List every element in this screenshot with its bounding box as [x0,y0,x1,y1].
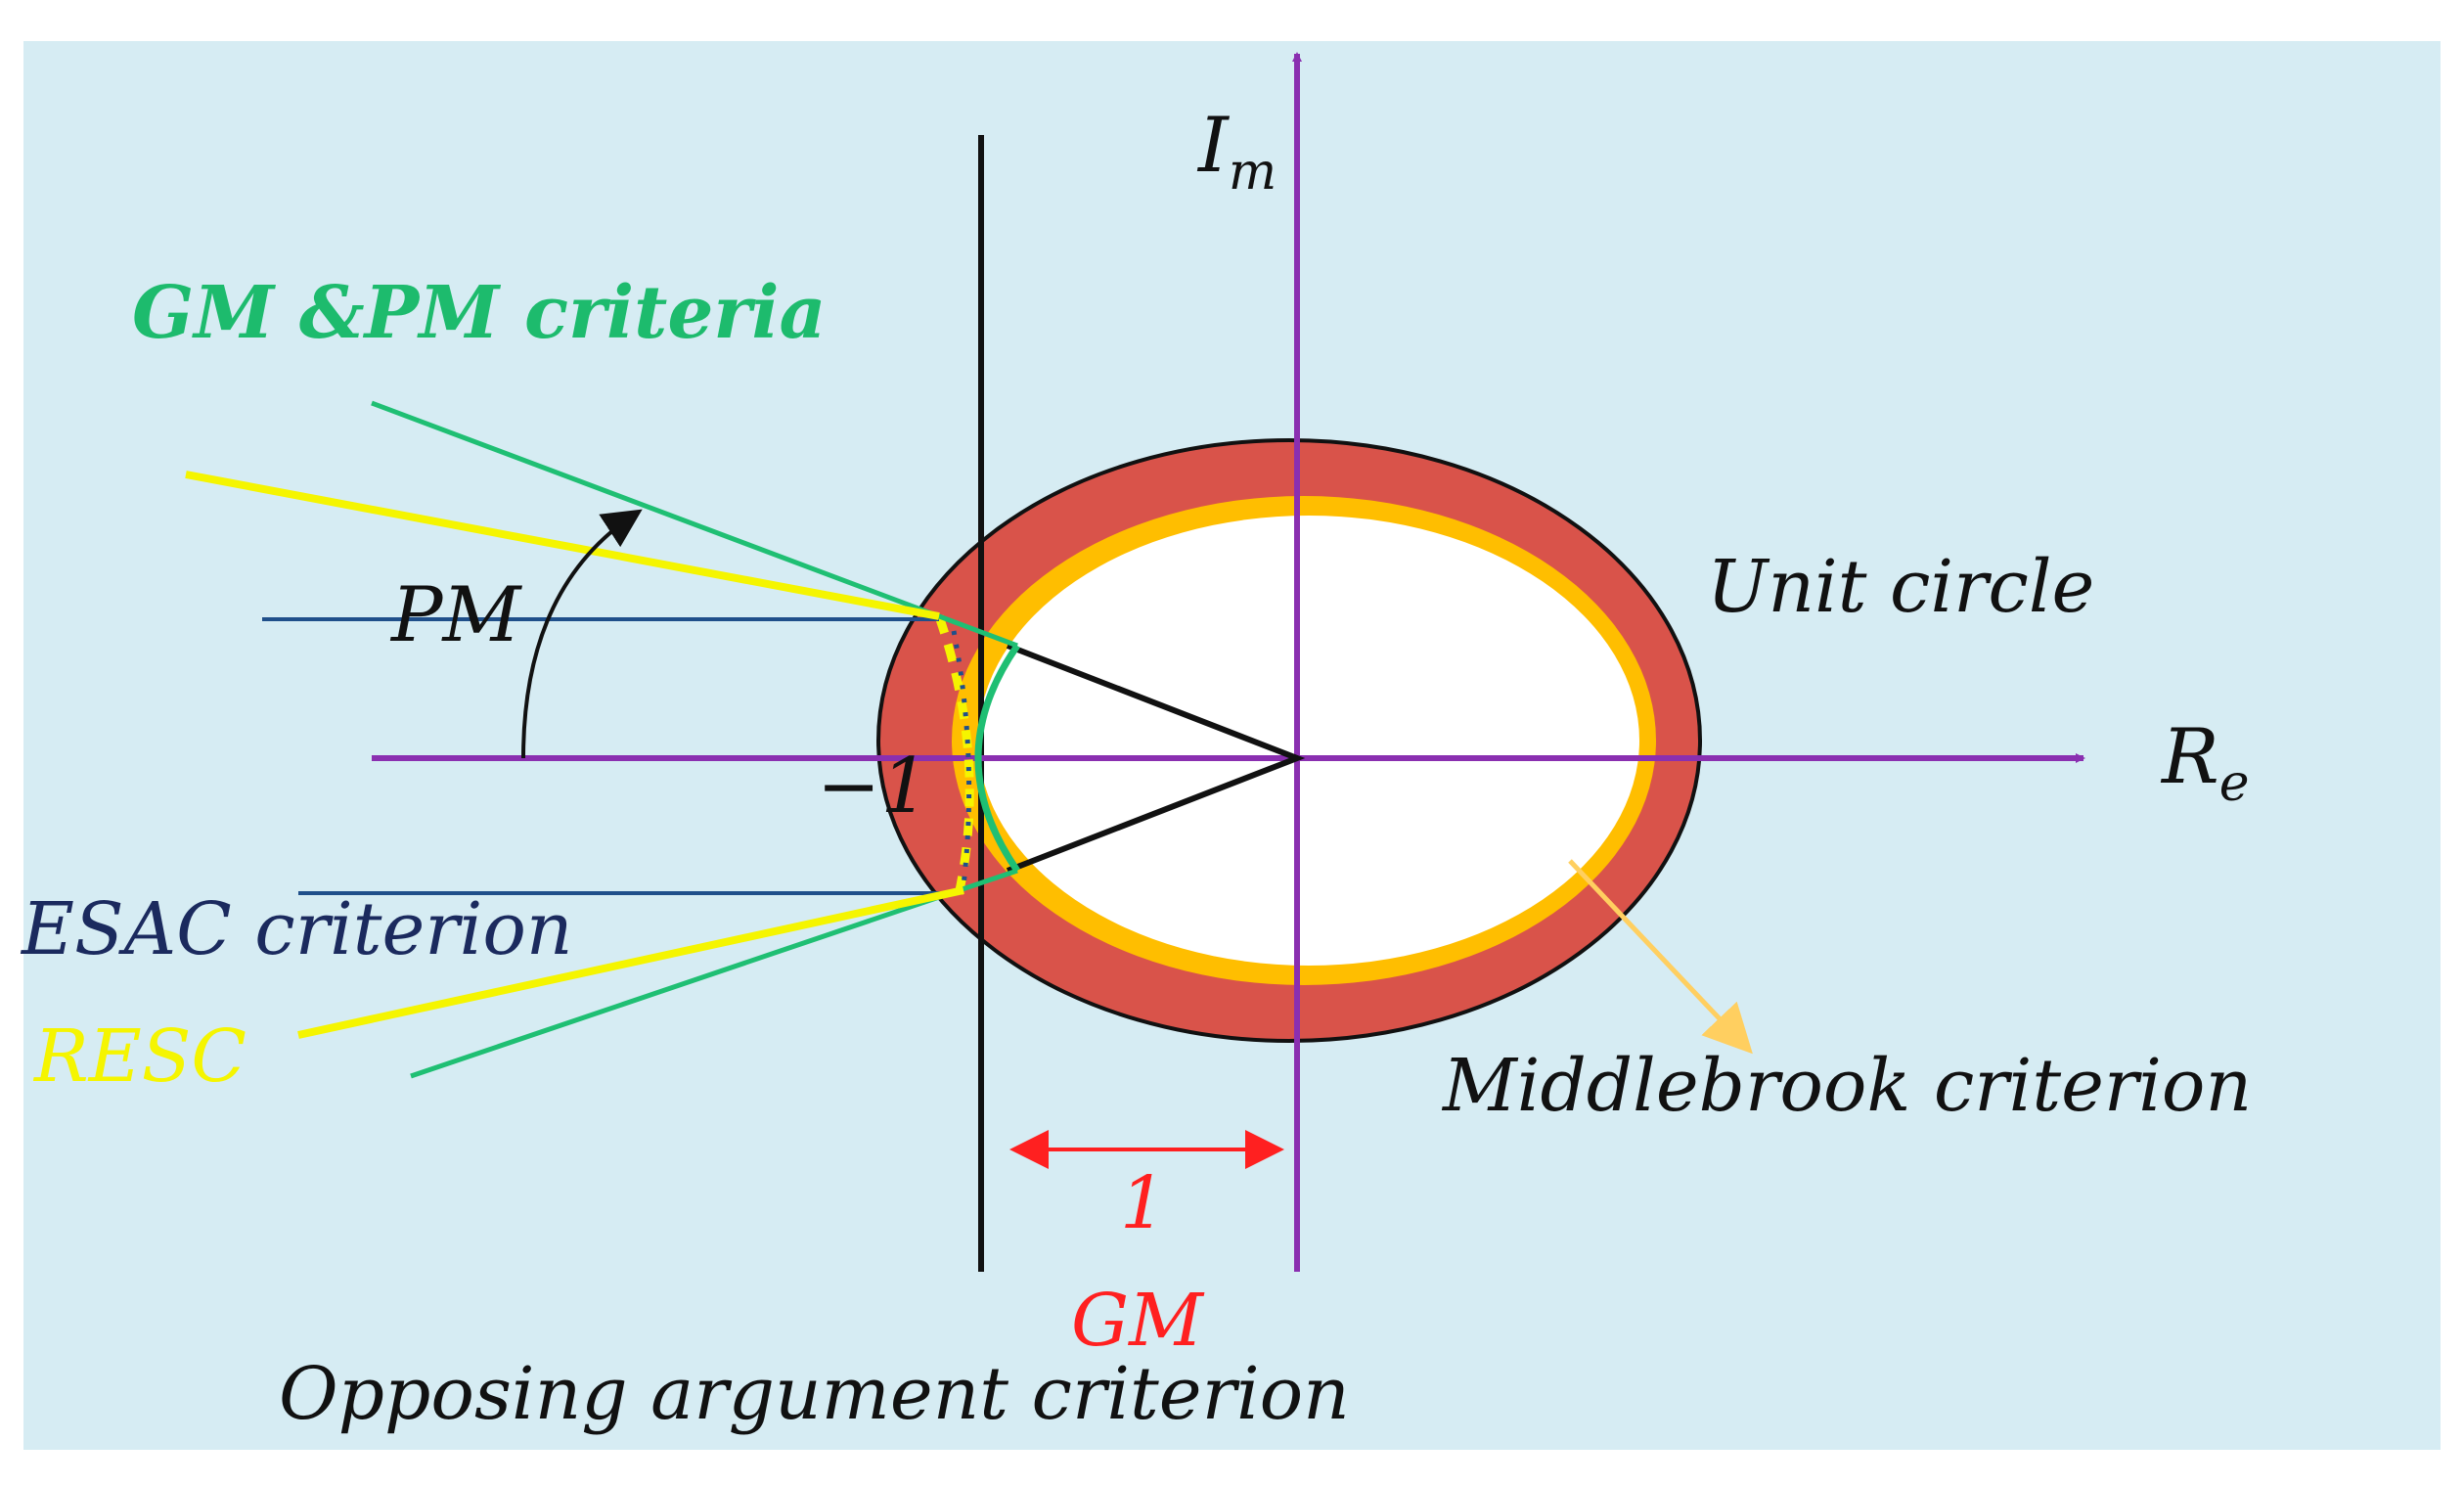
minus-one-label: −1 [817,743,929,831]
resc-label: RESC [32,1014,246,1099]
gm-pm-line-bottom [410,868,1018,1079]
phase-sector-lines [1006,643,1306,874]
pm-label: PM [389,571,522,659]
unit-circle-region [978,516,1639,966]
gm-label: GM [1071,1279,1205,1363]
middlebrook-criterion-label: Middlebrook criterion [1441,1044,2252,1128]
opposing-argument-criterion-label: Opposing argument criterion [279,1352,1350,1436]
re-axis-label: Re [2160,713,2250,813]
unit-length-label: 1 [1120,1161,1166,1245]
esac-boundary [951,630,972,886]
pm-angle-arc [521,509,643,759]
middlebrook-pointer [1568,859,1753,1055]
resc-line-bottom [297,886,964,1039]
gm-pm-arc [974,644,1020,873]
resc-line-top [185,471,940,620]
unit-circle-label: Unit circle [1707,545,2094,629]
resc-boundary [934,614,974,896]
im-axis-label: Im [1196,102,1277,202]
gm-pm-line-top [371,400,1018,649]
esac-criterion-label: ESAC criterion [20,887,573,971]
gm-pm-criteria-label: GM &PM criteria [132,271,826,355]
